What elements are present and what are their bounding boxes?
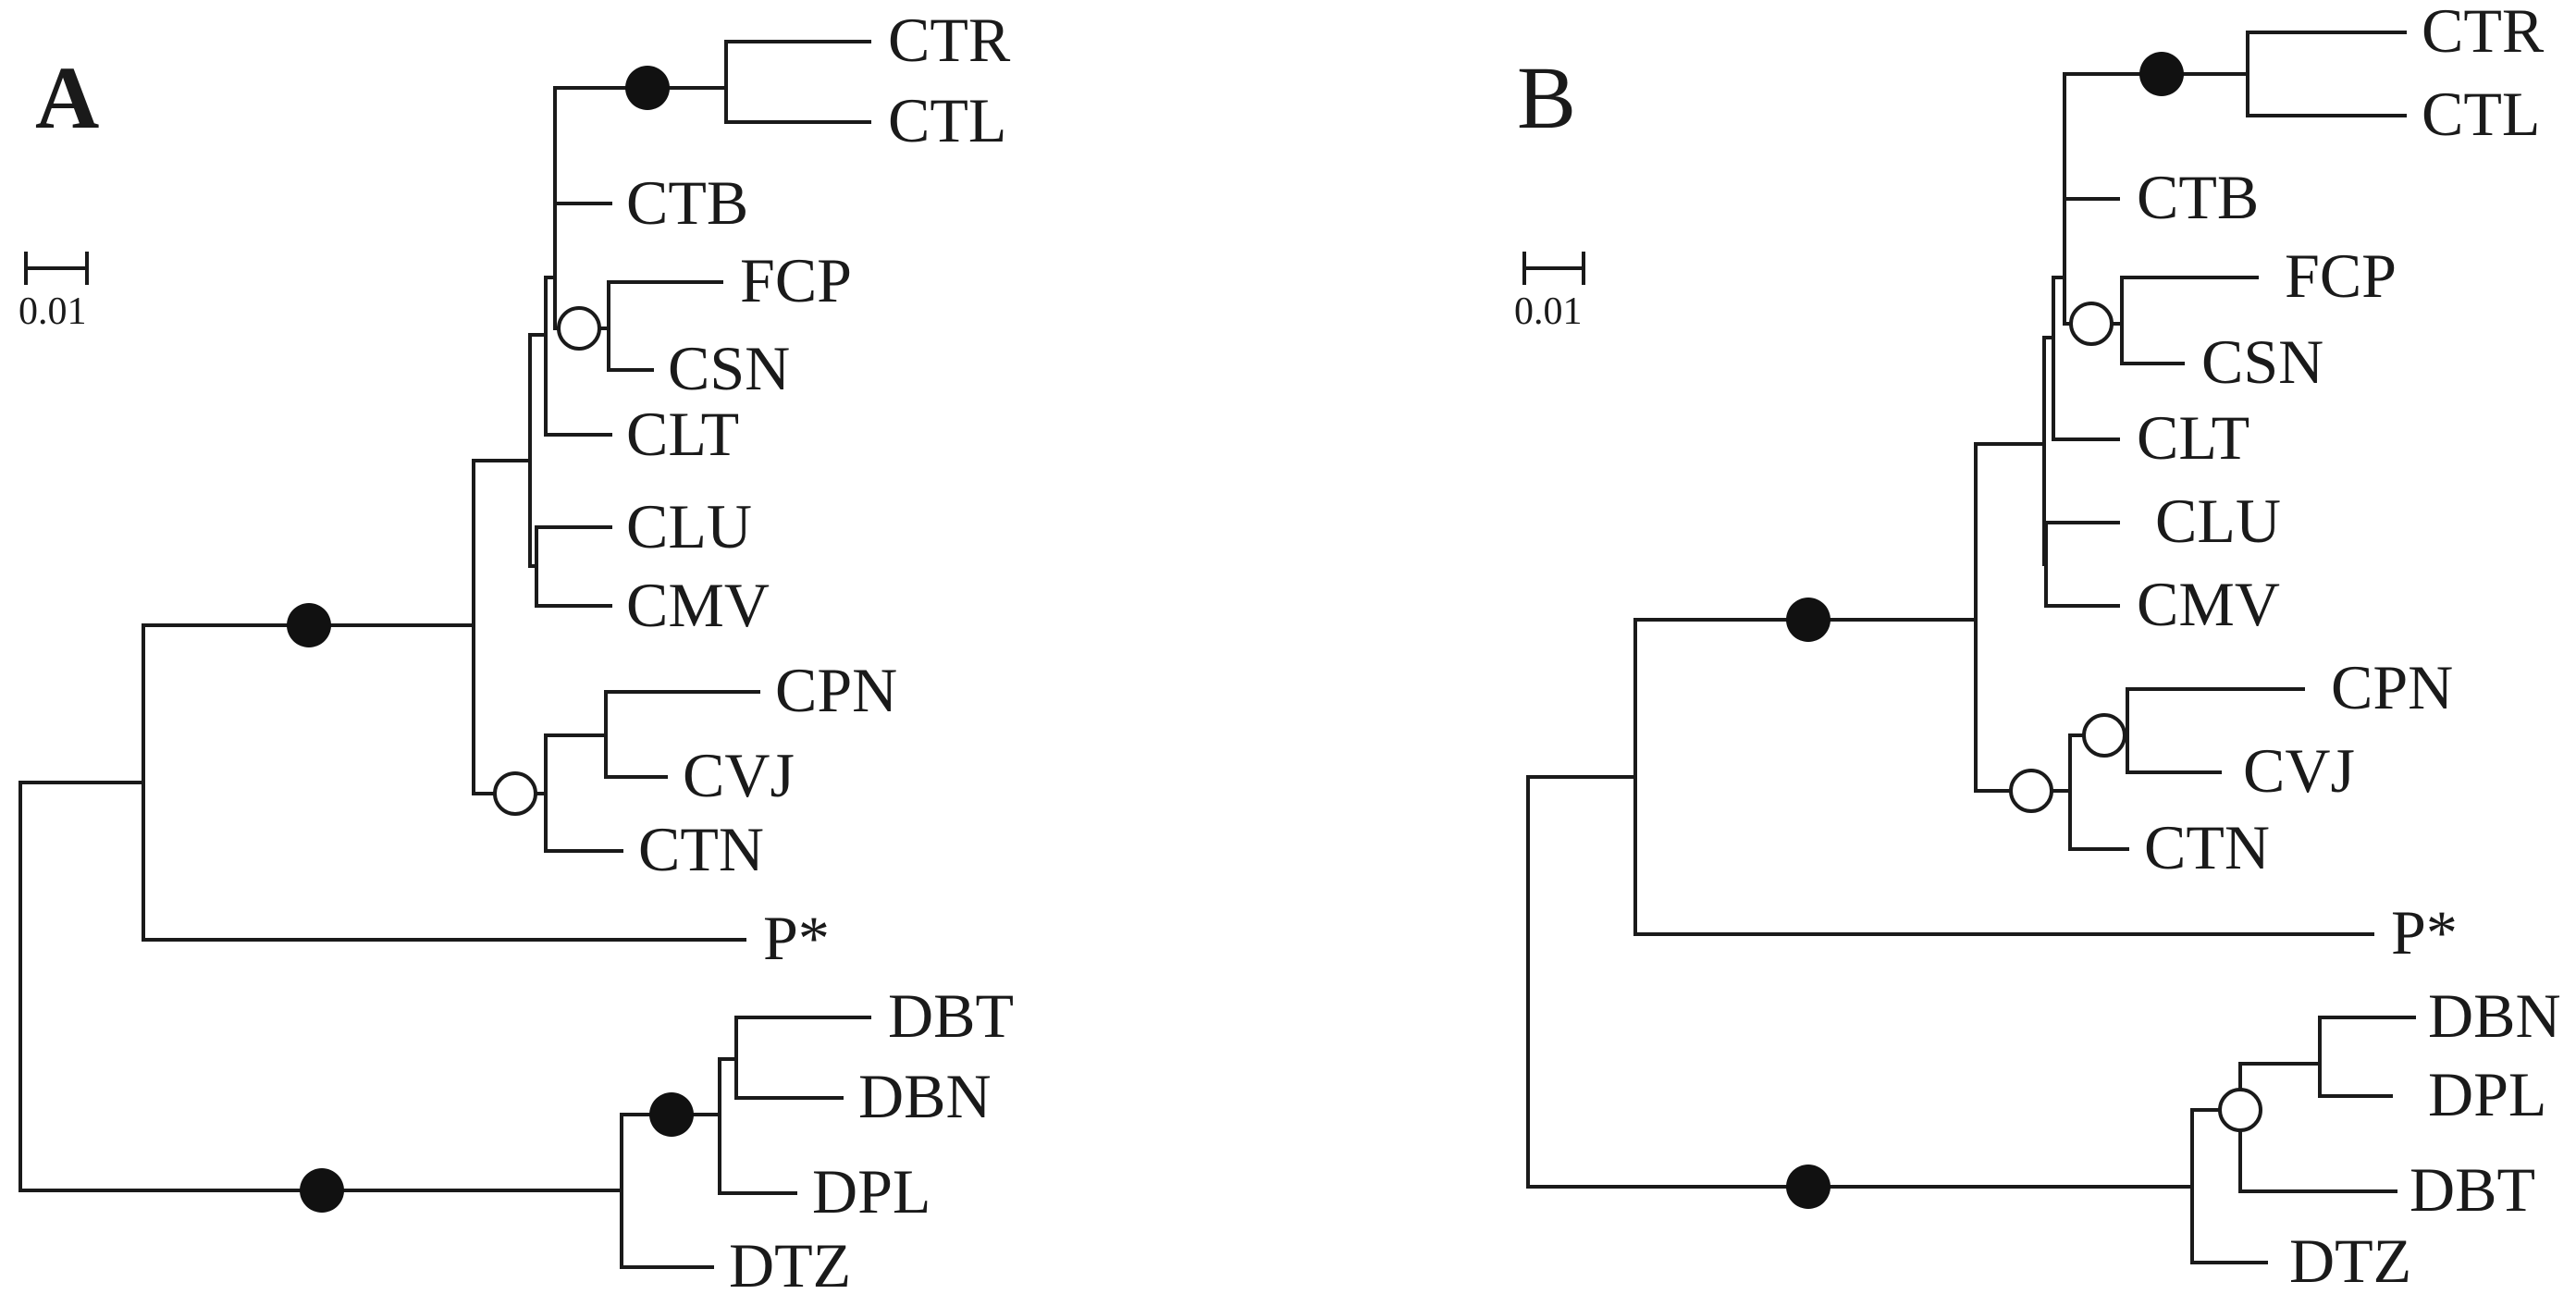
panel-b-label: B	[1517, 48, 1576, 147]
tip-label: CTL	[2422, 79, 2540, 149]
tip-label: DTZ	[2289, 1226, 2411, 1294]
tip-label: CVJ	[2243, 735, 2355, 806]
tip-label: CPN	[775, 655, 897, 725]
panel-b-scale-bar: 0.01	[1514, 252, 1585, 333]
node-support-filled	[1786, 1165, 1830, 1209]
tip-label: CLU	[2155, 486, 2281, 556]
panel-b-scale-label: 0.01	[1514, 290, 1583, 333]
node-support-filled	[300, 1168, 344, 1213]
node-support-filled	[649, 1092, 694, 1137]
tip-label: CTR	[2422, 0, 2545, 66]
tip-label: CPN	[2331, 652, 2453, 722]
panel-b: B 0.01	[1514, 0, 2561, 1294]
panel-a-label: A	[35, 48, 99, 147]
tip-label: CVJ	[683, 740, 795, 810]
tip-label: CTL	[888, 85, 1006, 155]
tip-label: DBN	[2428, 980, 2561, 1051]
tip-label: FCP	[740, 245, 852, 315]
panel-a-scale-bar: 0.01	[18, 252, 89, 333]
node-support-open	[493, 771, 537, 816]
panel-a-scale-label: 0.01	[18, 290, 87, 333]
tip-label: CMV	[626, 570, 770, 640]
node-support-open	[2218, 1088, 2262, 1132]
panel-b-support-nodes	[1786, 52, 2262, 1209]
tip-label: CSN	[668, 333, 790, 403]
tip-label: P*	[2391, 897, 2458, 967]
panel-a-tip-labels: CTR CTL CTB FCP CSN CLT CLU CMV CPN CVJ …	[626, 5, 1014, 1294]
panel-b-branches	[1526, 31, 2416, 1264]
node-support-filled	[625, 66, 670, 110]
tip-label: CTB	[626, 167, 748, 238]
tip-label: CTN	[2144, 812, 2270, 882]
tip-label: CTR	[888, 5, 1011, 75]
panel-a: A 0.01	[18, 5, 1014, 1294]
tip-label: FCP	[2285, 240, 2397, 311]
tip-label: P*	[763, 903, 830, 973]
tip-label: DPL	[2428, 1059, 2546, 1129]
node-support-open	[2069, 302, 2114, 346]
tip-label: CSN	[2201, 327, 2323, 397]
tip-label: CTB	[2137, 162, 2259, 232]
node-support-open	[557, 306, 601, 351]
panel-a-support-nodes	[287, 66, 694, 1213]
tip-label: CMV	[2137, 569, 2280, 639]
tip-label: CLT	[626, 399, 739, 469]
node-support-filled	[1786, 598, 1830, 642]
node-support-filled	[2139, 52, 2184, 96]
tip-label: DBN	[858, 1061, 992, 1131]
tip-label: DPL	[812, 1156, 931, 1226]
node-support-open	[2082, 713, 2126, 758]
tip-label: DBT	[888, 980, 1014, 1051]
tip-label: CTN	[638, 814, 764, 884]
tip-label: CLT	[2137, 402, 2249, 473]
panel-b-tip-labels: CTR CTL CTB FCP CSN CLT CLU CMV CPN CVJ …	[2137, 0, 2561, 1294]
node-support-filled	[287, 603, 331, 647]
node-support-open	[2009, 769, 2053, 813]
tip-label: DTZ	[729, 1230, 851, 1294]
tip-label: DBT	[2410, 1154, 2535, 1225]
tip-label: CLU	[626, 491, 752, 561]
